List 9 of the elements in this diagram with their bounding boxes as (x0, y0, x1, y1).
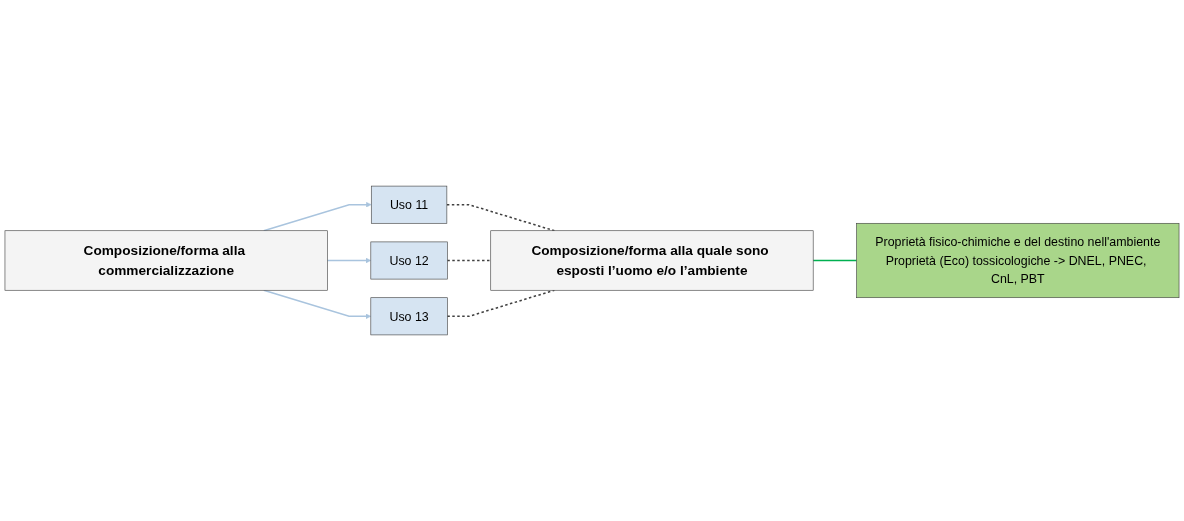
connector (812, 259, 858, 262)
node-box: Uso 12 (370, 241, 448, 280)
node-box: Composizione/forma alla quale sono esposti l’uomo e/o l’ambiente (490, 230, 814, 291)
arrow (326, 257, 372, 264)
node-box: Uso 13 (370, 297, 448, 336)
connector (446, 259, 492, 262)
node-box: Composizione/forma alla commercializzazione (4, 230, 328, 291)
node-box: Proprietà fisico-chimiche e del destino nell'ambiente Proprietà (Eco) tossicologiche -> DNEL, PNEC, CnL, PBT (856, 223, 1180, 298)
node-box: Uso 11 (370, 185, 448, 224)
